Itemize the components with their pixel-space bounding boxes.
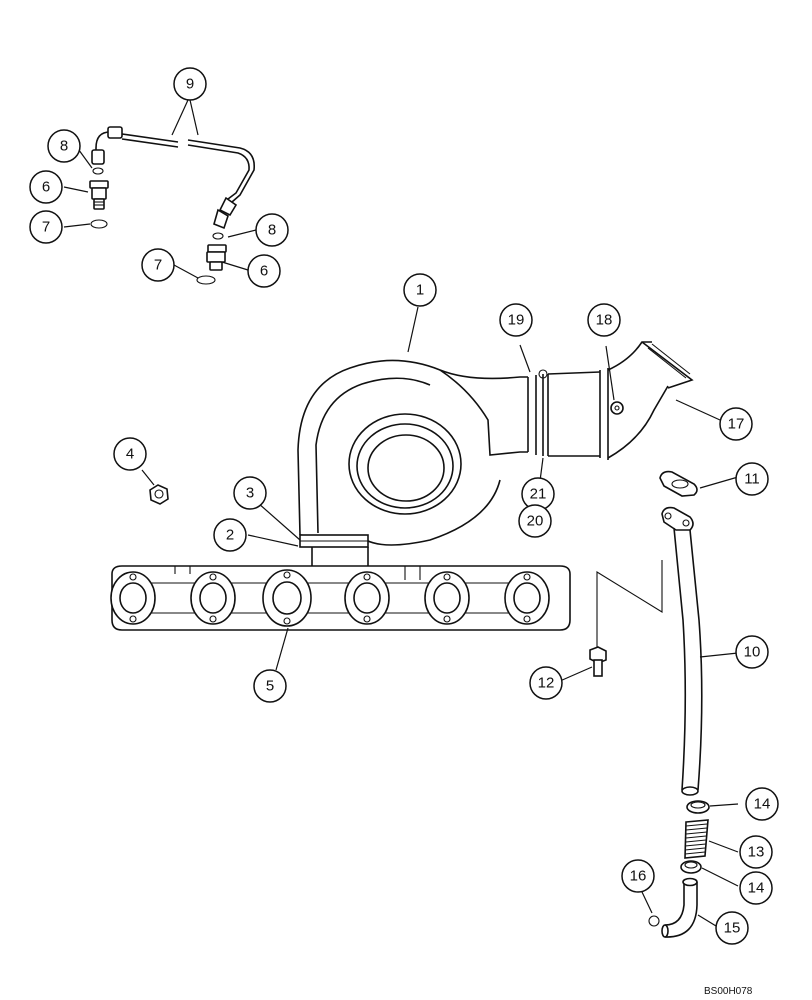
callout-14a: 14 <box>745 787 779 821</box>
callout-16: 16 <box>621 859 655 893</box>
svg-text:12: 12 <box>538 675 555 692</box>
callout-19: 19 <box>499 303 533 337</box>
drain-hose <box>684 819 709 859</box>
bracket-line <box>596 560 663 650</box>
callout-21: 21 <box>521 477 555 511</box>
callout-8a: 8 <box>47 129 81 163</box>
o-ring-8a <box>92 167 104 175</box>
callout-4: 4 <box>113 437 147 471</box>
svg-text:20: 20 <box>527 513 544 530</box>
svg-text:6: 6 <box>42 179 50 196</box>
callout-5: 5 <box>253 669 287 703</box>
hose-clamp-upper <box>686 800 710 814</box>
o-ring-7b <box>196 275 216 285</box>
callout-3: 3 <box>233 476 267 510</box>
callout-2: 2 <box>213 518 247 552</box>
svg-text:7: 7 <box>42 219 50 236</box>
svg-text:4: 4 <box>126 446 134 463</box>
callout-20: 20 <box>518 504 552 538</box>
svg-text:3: 3 <box>246 485 254 502</box>
figure-code: BS00H078 <box>704 986 753 997</box>
callout-14b: 14 <box>739 871 773 905</box>
callout-17: 17 <box>719 407 753 441</box>
svg-text:17: 17 <box>728 416 745 433</box>
svg-text:13: 13 <box>748 844 765 861</box>
svg-text:14: 14 <box>748 880 765 897</box>
hose-clamp-lower <box>680 860 702 874</box>
svg-text:6: 6 <box>260 263 268 280</box>
callout-11: 11 <box>735 462 769 496</box>
svg-text:2: 2 <box>226 527 234 544</box>
oil-drain-tube <box>661 506 703 796</box>
leader-lines <box>63 99 739 927</box>
svg-text:5: 5 <box>266 678 274 695</box>
gasket <box>659 470 698 497</box>
callout-9: 9 <box>173 67 207 101</box>
adapter-6b <box>206 244 227 271</box>
svg-text:8: 8 <box>268 222 276 239</box>
callout-7b: 7 <box>141 248 175 282</box>
svg-text:10: 10 <box>744 644 761 661</box>
svg-text:11: 11 <box>744 471 760 488</box>
drain-elbow <box>661 877 698 938</box>
turbocharger <box>297 341 694 548</box>
callout-7a: 7 <box>29 210 63 244</box>
oil-supply-line <box>91 126 256 230</box>
svg-text:18: 18 <box>596 312 613 329</box>
adapter-6a <box>89 180 109 210</box>
exhaust-manifold <box>110 547 571 631</box>
callout-13: 13 <box>739 835 773 869</box>
callout-1: 1 <box>403 273 437 307</box>
svg-text:8: 8 <box>60 138 68 155</box>
callout-15: 15 <box>715 911 749 945</box>
callout-18: 18 <box>587 303 621 337</box>
svg-text:14: 14 <box>754 796 771 813</box>
callout-12: 12 <box>529 666 563 700</box>
svg-text:21: 21 <box>530 486 547 503</box>
bolt <box>589 646 607 677</box>
svg-text:19: 19 <box>508 312 525 329</box>
o-ring-8b <box>212 232 224 240</box>
svg-text:1: 1 <box>416 282 424 299</box>
callout-6b: 6 <box>247 254 281 288</box>
svg-text:9: 9 <box>186 76 194 93</box>
nut <box>149 484 169 505</box>
callout-10: 10 <box>735 635 769 669</box>
o-ring-7a <box>90 219 108 229</box>
callout-8b: 8 <box>255 213 289 247</box>
callout-6a: 6 <box>29 170 63 204</box>
svg-text:15: 15 <box>724 920 741 937</box>
o-ring-16 <box>648 915 660 927</box>
svg-text:7: 7 <box>154 257 162 274</box>
svg-text:16: 16 <box>630 868 647 885</box>
